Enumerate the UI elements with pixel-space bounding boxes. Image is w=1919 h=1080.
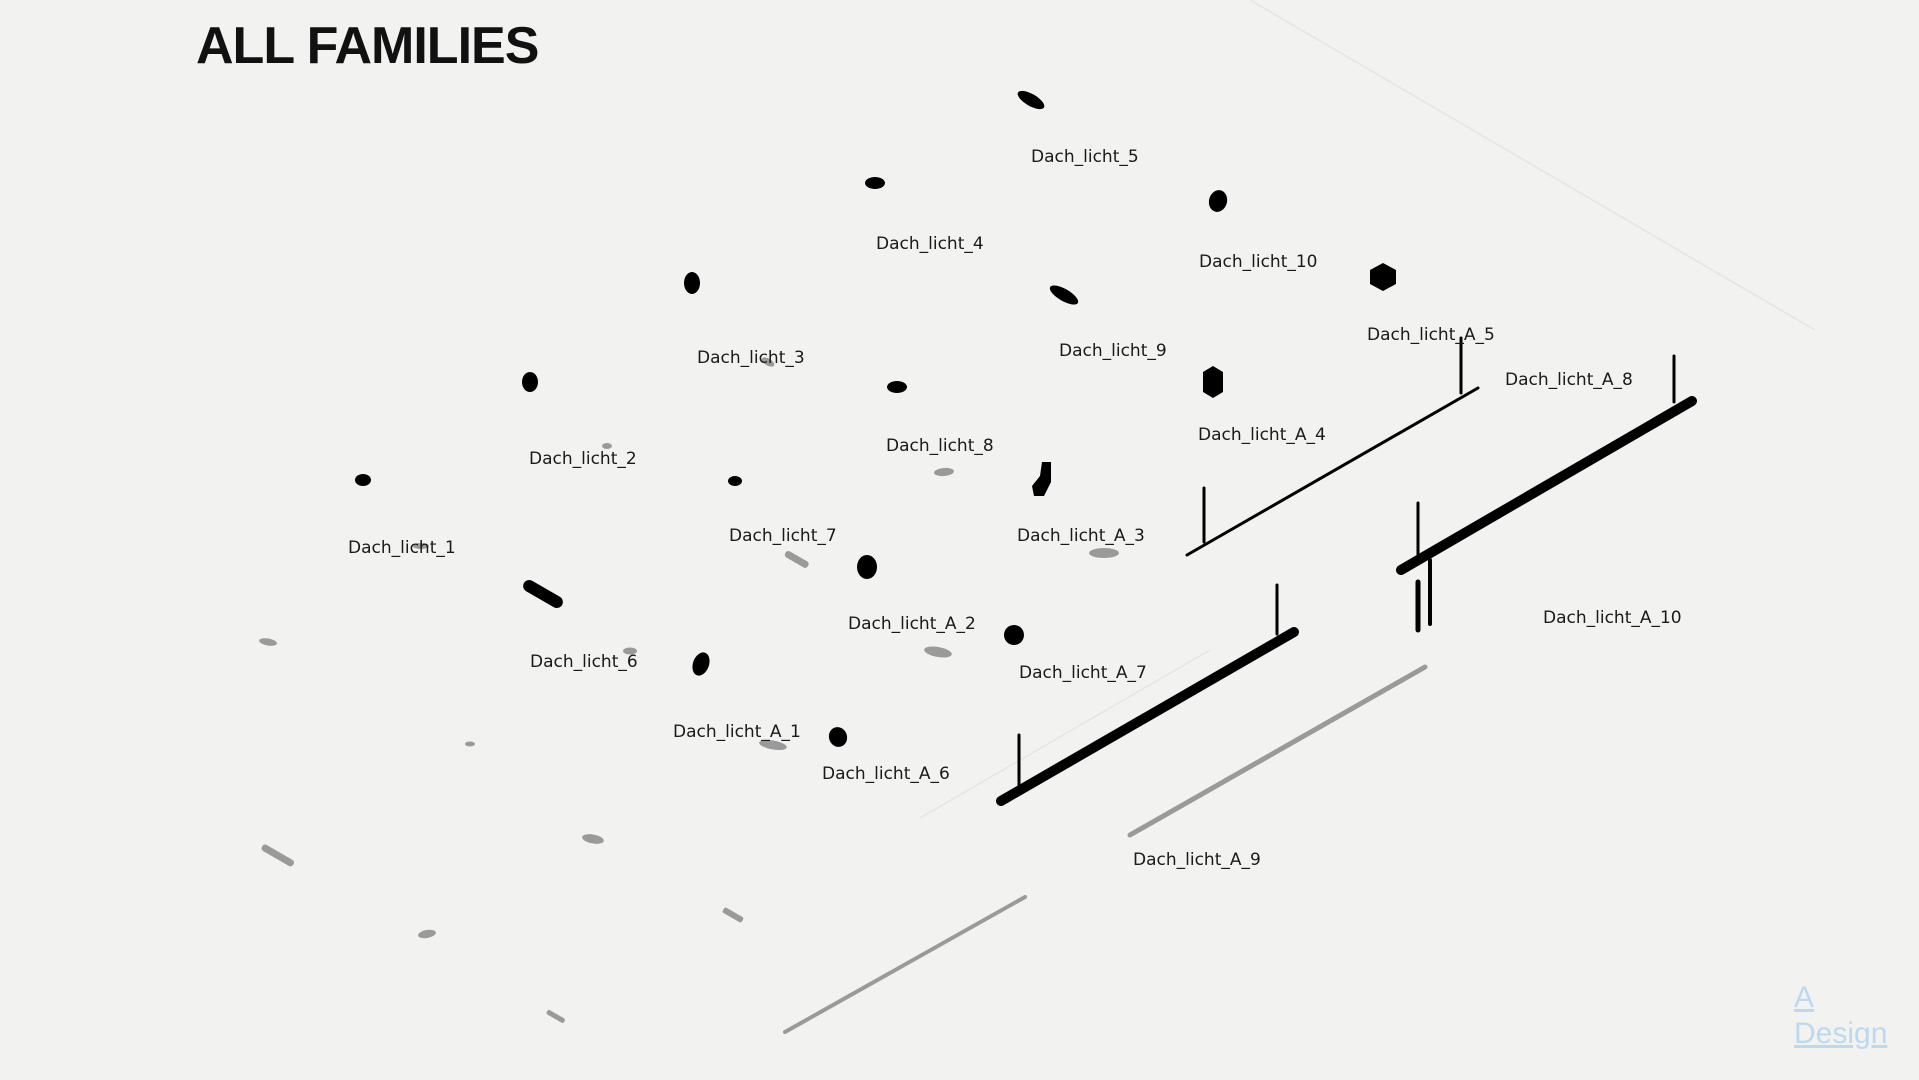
dach-licht-a-7-shape [1004, 625, 1024, 645]
label-dach-licht-10: Dach_licht_10 [1199, 252, 1318, 272]
dach-licht-a-1-shape [692, 652, 710, 676]
dach-licht-10-shape [1208, 190, 1228, 212]
page-title: ALL FAMILIES [196, 17, 539, 75]
label-dach-licht-7: Dach_licht_7 [729, 526, 837, 546]
label-dach-licht-a-8: Dach_licht_A_8 [1505, 370, 1633, 390]
label-dach-licht-a-5: Dach_licht_A_5 [1367, 325, 1495, 345]
shadow-lines [783, 664, 1428, 1034]
dach-licht-5-shape [1017, 90, 1045, 110]
dach-licht-objects [355, 90, 1228, 608]
dach-licht-a-2-shape [857, 555, 877, 579]
dach-licht-6-shape [523, 580, 563, 608]
dach-licht-a-6-shape [828, 727, 848, 747]
shadow-mark [546, 1009, 565, 1023]
shadow-mark [261, 844, 294, 867]
label-dach-licht-3: Dach_licht_3 [697, 348, 805, 368]
guide-line [1249, 0, 1816, 331]
label-dach-licht-2: Dach_licht_2 [529, 449, 637, 469]
dach-licht-9-shape [1049, 285, 1079, 305]
label-dach-licht-6: Dach_licht_6 [530, 652, 638, 672]
label-dach-licht-5: Dach_licht_5 [1031, 147, 1139, 167]
shadow-mark [934, 467, 954, 477]
shadow-mark [602, 443, 612, 449]
label-dach-licht-8: Dach_licht_8 [886, 436, 994, 456]
label-dach-licht-a-4: Dach_licht_A_4 [1198, 425, 1326, 445]
shadow-mark [259, 638, 277, 646]
floor-projections [259, 357, 1119, 1023]
dach-licht-a-4-bar [1185, 386, 1480, 557]
label-dach-licht-a-9: Dach_licht_A_9 [1133, 850, 1261, 870]
dach-licht-3-shape [684, 272, 700, 294]
shadow-line [1127, 664, 1428, 838]
shadow-mark [1089, 548, 1119, 558]
dach-licht-a-4-shape [1203, 366, 1223, 398]
label-dach-licht-a-2: Dach_licht_A_2 [848, 614, 976, 634]
dach-licht-a-3-shape [1032, 462, 1051, 496]
shadow-mark [759, 739, 787, 751]
label-dach-licht-a-7: Dach_licht_A_7 [1019, 663, 1147, 683]
label-dach-licht-a-10: Dach_licht_A_10 [1543, 608, 1682, 628]
dach-licht-a-objects [692, 263, 1396, 747]
label-dach-licht-a-3: Dach_licht_A_3 [1017, 526, 1145, 546]
shadow-mark [623, 647, 637, 655]
dach-licht-2-shape [522, 372, 538, 392]
guide-line [919, 649, 1211, 819]
shadow-mark [413, 543, 429, 549]
shadow-mark [784, 551, 809, 568]
dach-licht-8-shape [887, 381, 907, 393]
label-dach-licht-a-6: Dach_licht_A_6 [822, 764, 950, 784]
dach-licht-4-shape [865, 177, 885, 189]
label-dach-licht-9: Dach_licht_9 [1059, 341, 1167, 361]
label-dach-licht-1: Dach_licht_1 [348, 538, 456, 558]
dach-licht-a-8-bar [1396, 396, 1697, 575]
linear-fixtures [996, 336, 1697, 806]
dach-licht-1-shape [355, 474, 371, 486]
label-dach-licht-a-1: Dach_licht_A_1 [673, 722, 801, 742]
shadow-mark [761, 357, 775, 367]
dach-licht-a-7-bar [996, 627, 1299, 806]
brand-logo[interactable]: A Design [1794, 980, 1887, 1052]
brand-line-1: A [1794, 981, 1815, 1014]
shadow-mark [582, 834, 604, 844]
shadow-line [783, 895, 1027, 1034]
shadow-mark [924, 646, 952, 658]
shadow-mark [722, 907, 744, 923]
shadow-mark [418, 929, 436, 939]
shadow-mark [465, 741, 475, 747]
dach-licht-a-5-shape [1370, 263, 1396, 291]
label-dach-licht-4: Dach_licht_4 [876, 234, 984, 254]
dach-licht-7-shape [728, 476, 742, 486]
brand-line-2: Design [1794, 1017, 1888, 1050]
